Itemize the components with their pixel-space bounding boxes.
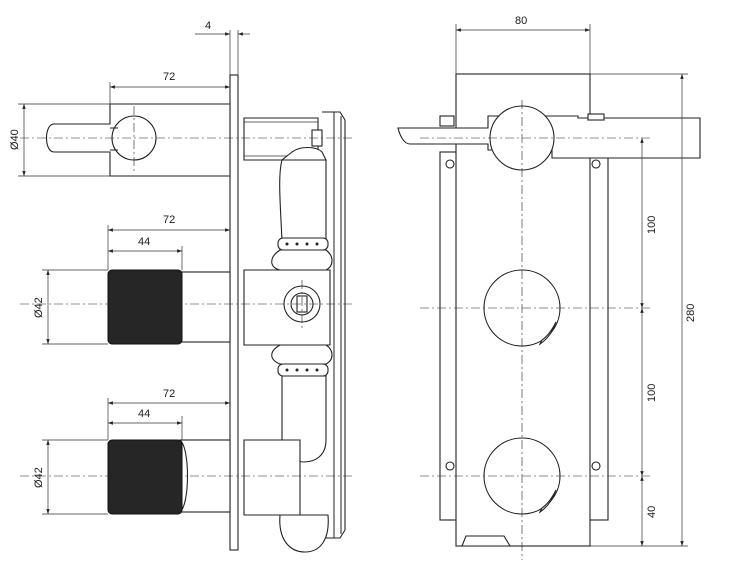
dim-wall-thickness: 4 [195,20,250,75]
dim-front-bottom-offset: 40 [640,476,658,546]
dim-handle-bottom-diameter-label: Ø42 [33,467,45,488]
front-view: 80 280 100 100 40 [397,15,701,560]
wall-plate [229,74,239,551]
dim-front-spacing-middle-label: 100 [646,384,658,402]
dim-handle-middle-length-label: 72 [163,214,175,226]
dim-spout-diameter-label: Ø40 [9,129,21,150]
handle-middle [107,269,231,345]
dim-front-width-label: 80 [515,15,527,27]
side-view: 4 72 Ø40 72 44 Ø42 [9,20,355,553]
dim-front-spacing-top-label: 100 [646,216,658,234]
dim-front-height-label: 280 [685,304,697,322]
dim-handle-bottom-length-label: 72 [163,388,175,400]
dim-front-spacing-middle: 100 [640,308,658,476]
dim-handle-middle: 72 44 Ø42 [33,214,230,345]
spout [45,103,231,177]
dim-front-height: 280 [590,73,697,547]
handle-bottom [107,439,231,515]
dim-handle-bottom: 72 44 Ø42 [33,388,230,515]
valve-body [243,111,346,553]
dim-front-width: 80 [455,15,591,74]
dim-handle-middle-diameter-label: Ø42 [33,297,45,318]
dim-wall-thickness-label: 4 [205,20,211,32]
dim-handle-bottom-knurl-label: 44 [138,408,150,420]
dim-front-spacing-top: 100 [640,138,658,308]
dim-spout-length-label: 72 [163,71,175,83]
dim-spout-length: 72 [109,71,230,104]
dim-front-bottom-offset-label: 40 [646,506,658,518]
dim-handle-middle-knurl-label: 44 [138,236,150,248]
dim-spout-diameter: Ø40 [9,103,110,177]
